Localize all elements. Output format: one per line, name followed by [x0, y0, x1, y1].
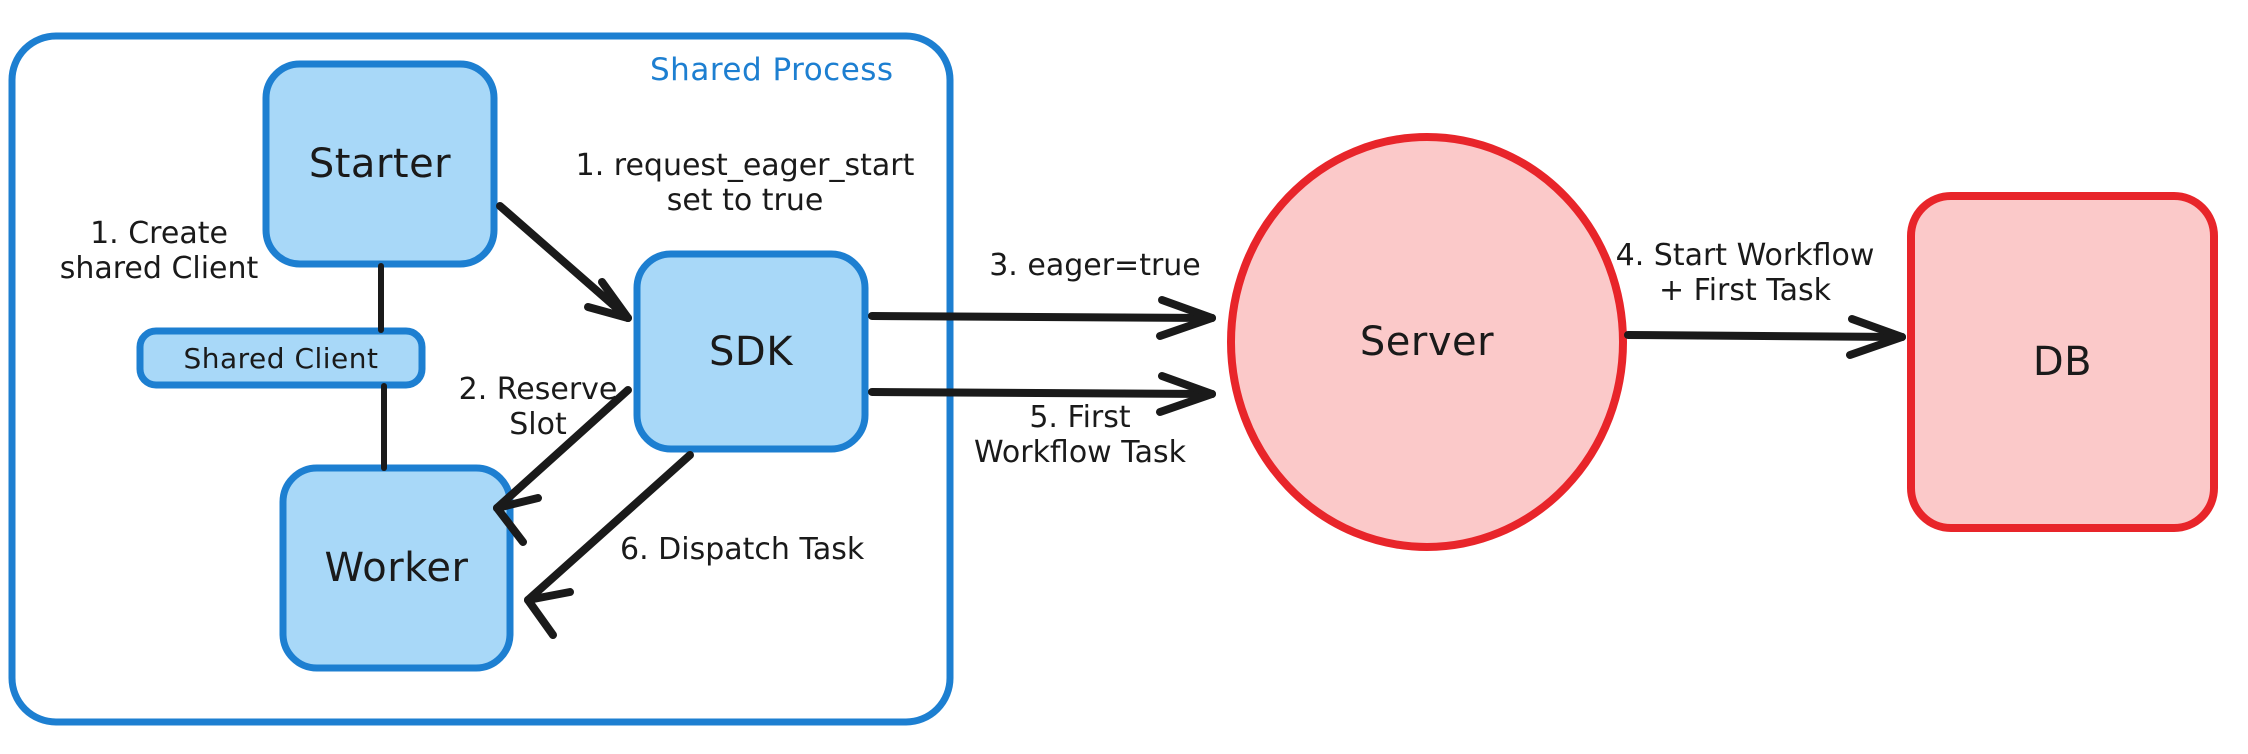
- node-worker-shape[interactable]: [279, 464, 514, 672]
- edge-label-request-eager-start: 1. request_eager_start set to true: [575, 148, 915, 219]
- edge-eager-true-arrowhead-lower: [1156, 314, 1216, 340]
- edge-server-to-db: [1624, 331, 1906, 341]
- edge-sdk-to-worker-dispatch-task: [524, 451, 694, 604]
- node-server-shape[interactable]: [1227, 133, 1627, 551]
- edge-starter-to-sdk-arrowhead-lower: [598, 278, 632, 322]
- edge-dispatch-task-arrowhead-upper: [524, 588, 574, 604]
- edge-server-to-db-arrowhead-lower: [1846, 333, 1906, 359]
- edge-starter-to-sdk-arrowhead-upper: [584, 303, 632, 322]
- edge-sdk-to-server-first-workflow-task: [868, 388, 1216, 398]
- edge-first-workflow-task-arrowhead-upper: [1158, 372, 1216, 398]
- edge-first-workflow-task-arrowhead-lower: [1156, 390, 1216, 416]
- edge-label-reserve-slot: 2. Reserve Slot: [458, 372, 618, 443]
- edge-server-to-db-arrowhead-upper: [1848, 315, 1906, 341]
- node-sdk-shape[interactable]: [633, 250, 869, 453]
- edge-starter-to-sdk: [496, 202, 632, 322]
- edge-reserve-slot-arrowhead-lower: [493, 504, 527, 546]
- edge-label-start-workflow-first-task: 4. Start Workflow + First Task: [1615, 238, 1875, 309]
- edge-label-eager-true: 3. eager=true: [989, 248, 1201, 283]
- edge-sdk-to-server-eager-true: [868, 312, 1216, 322]
- edge-sdk-to-worker-reserve-slot: [493, 386, 632, 512]
- edge-label-first-workflow-task: 5. First Workflow Task: [973, 400, 1187, 471]
- shared-process-title: Shared Process: [650, 52, 894, 88]
- shared-process-container: [8, 32, 954, 726]
- edge-eager-true-arrowhead-upper: [1158, 296, 1216, 322]
- edge-label-create-shared-client: 1. Create shared Client: [59, 216, 259, 287]
- node-db-shape[interactable]: [1907, 192, 2218, 532]
- edge-label-dispatch-task: 6. Dispatch Task: [620, 532, 865, 567]
- edge-dispatch-task-arrowhead-lower: [524, 596, 557, 639]
- edge-reserve-slot-arrowhead-upper: [493, 494, 542, 512]
- node-starter-shape[interactable]: [262, 60, 498, 268]
- node-shared-client-shape[interactable]: [136, 327, 426, 389]
